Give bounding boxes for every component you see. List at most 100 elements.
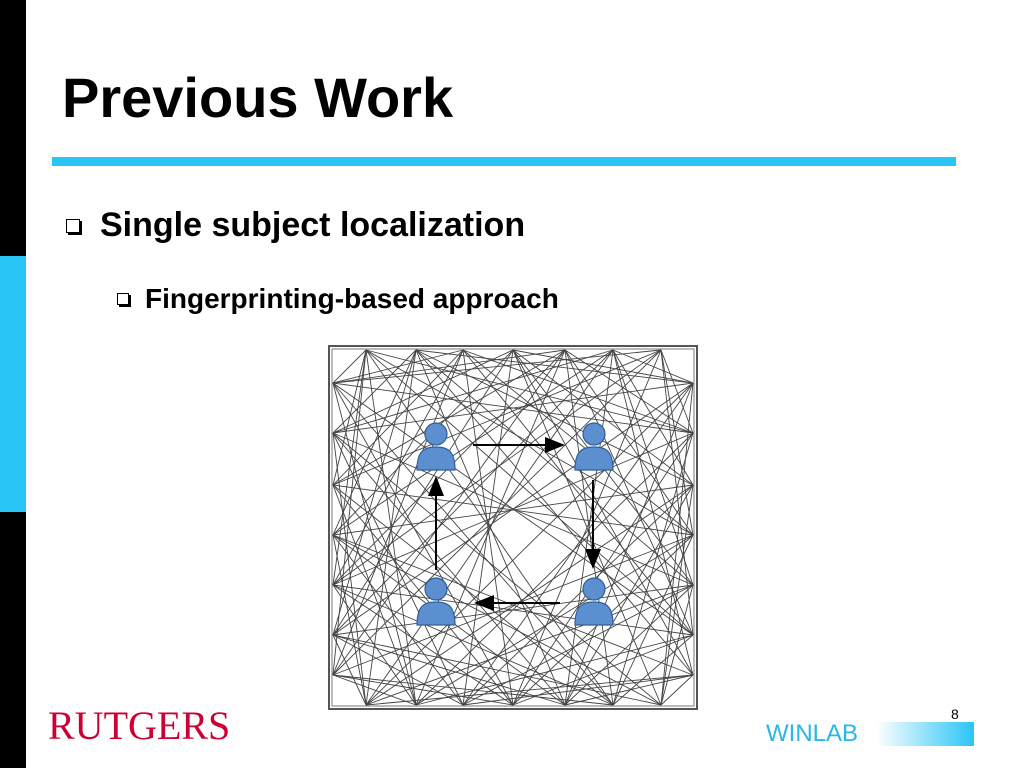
link-line-38: [332, 349, 566, 486]
link-line-9: [365, 349, 417, 706]
link-line-66: [365, 584, 694, 706]
title-underline: [52, 157, 956, 166]
link-line-86: [512, 432, 694, 706]
link-line-63: [332, 634, 367, 706]
link-line-25: [462, 349, 694, 636]
link-line-76: [332, 534, 464, 706]
link-line-100: [612, 432, 694, 706]
link-line-55: [332, 349, 662, 486]
link-line-16: [415, 349, 694, 586]
rutgers-logo: RUTGERS: [48, 706, 230, 746]
left-side-bar-accent: [0, 256, 26, 512]
link-line-28: [332, 349, 514, 434]
link-line-47: [332, 349, 614, 536]
link-line-52: [612, 349, 694, 676]
person-head: [424, 422, 448, 446]
link-line-71: [332, 674, 417, 706]
winlab-gradient-bar: [876, 722, 974, 746]
link-line-92: [564, 382, 694, 706]
link-line-103: [332, 432, 662, 706]
link-line-105: [332, 634, 662, 706]
link-line-29: [332, 349, 514, 536]
link-line-7: [365, 349, 694, 536]
person-icon: [574, 577, 614, 626]
link-line-112: [332, 382, 694, 434]
link-line-93: [564, 484, 694, 706]
link-line-99: [332, 674, 614, 706]
person-icon: [416, 577, 456, 626]
link-line-17: [415, 349, 694, 676]
link-line-78: [462, 382, 694, 706]
link-line-89: [332, 432, 566, 706]
link-line-61: [332, 432, 367, 706]
link-line-50: [612, 349, 694, 486]
link-line-40: [332, 349, 566, 676]
link-line-96: [332, 382, 614, 706]
localization-figure: [328, 345, 698, 710]
link-line-84: [332, 584, 514, 706]
link-line-68: [332, 382, 417, 706]
link-line-8: [365, 349, 694, 636]
link-mesh: [332, 349, 694, 706]
link-line-95: [564, 674, 694, 706]
link-line-31: [512, 349, 694, 384]
link-line-104: [332, 534, 662, 706]
link-line-2: [332, 349, 367, 384]
link-line-35: [415, 349, 566, 706]
link-line-22: [332, 349, 464, 676]
link-line-69: [332, 484, 417, 706]
link-line-73: [415, 534, 694, 706]
link-line-59: [660, 349, 694, 536]
person-body: [574, 601, 614, 626]
square-bullet-icon: [117, 293, 129, 305]
rutgers-logo-text: RUTGERS: [48, 703, 231, 748]
link-line-65: [365, 484, 694, 706]
link-line-14: [415, 349, 694, 384]
link-line-37: [332, 349, 566, 384]
link-line-62: [332, 534, 367, 706]
link-line-108: [660, 584, 694, 706]
page-number: 8: [951, 706, 959, 722]
person-icon: [416, 422, 456, 471]
link-line-106: [660, 382, 694, 706]
link-line-11: [332, 349, 417, 434]
link-line-72: [415, 432, 694, 706]
link-line-23: [462, 349, 694, 434]
person-body: [574, 446, 614, 471]
people-group: [416, 422, 614, 626]
movement-arrows: [428, 437, 601, 611]
winlab-logo: WINLAB: [766, 722, 974, 748]
slide-title: Previous Work: [62, 66, 454, 129]
link-line-49: [612, 349, 694, 384]
link-line-56: [332, 349, 662, 586]
winlab-logo-text: WINLAB: [766, 720, 859, 747]
link-line-58: [660, 349, 694, 434]
link-mesh-diagram: [328, 345, 698, 710]
person-head: [424, 577, 448, 601]
square-bullet-icon: [66, 218, 80, 233]
bullet-text: Fingerprinting-based approach: [145, 283, 559, 314]
link-line-45: [564, 349, 614, 706]
bullet-text: Single subject localization: [100, 206, 526, 244]
link-line-74: [415, 634, 694, 706]
link-line-82: [332, 382, 514, 706]
link-line-97: [332, 484, 614, 706]
link-line-6: [365, 349, 694, 434]
link-line-91: [332, 634, 566, 706]
link-line-54: [332, 349, 662, 384]
bullet-level-1: Single subject localization: [66, 206, 525, 245]
link-line-64: [365, 382, 694, 706]
link-line-107: [660, 484, 694, 706]
link-line-115: [332, 484, 694, 536]
bullet-level-2: Fingerprinting-based approach: [117, 283, 559, 315]
link-line-3: [332, 349, 367, 486]
link-line-51: [612, 349, 694, 586]
link-line-70: [332, 584, 417, 706]
link-line-79: [462, 484, 694, 706]
person-head: [582, 577, 606, 601]
link-line-46: [332, 349, 614, 434]
link-line-88: [512, 634, 694, 706]
person-icon: [574, 422, 614, 471]
link-line-119: [332, 382, 694, 636]
person-body: [416, 601, 456, 626]
